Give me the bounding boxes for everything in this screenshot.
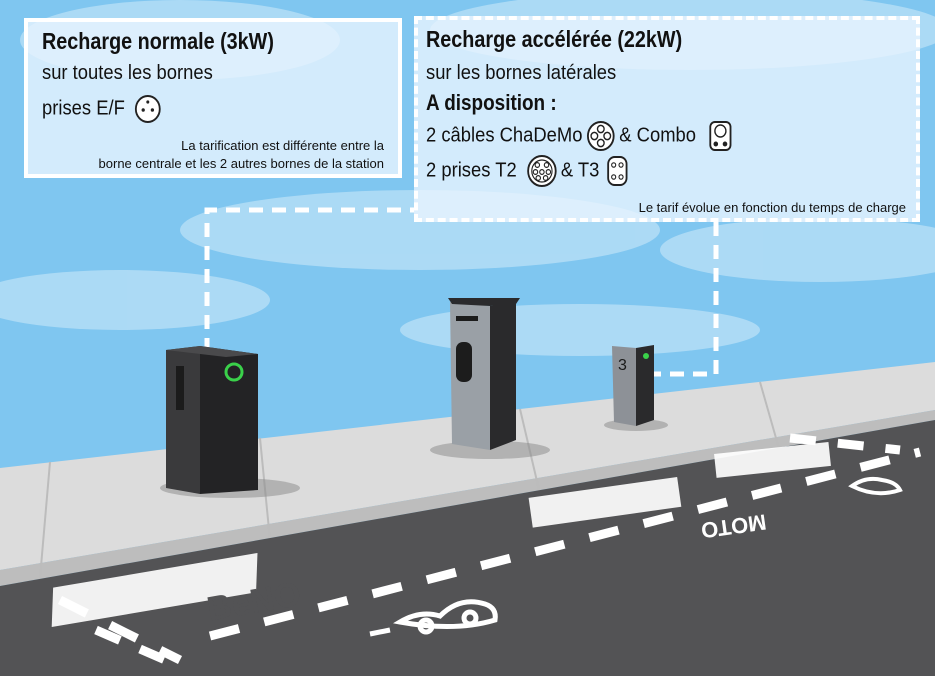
normal-charge-line1: sur toutes les bornes <box>42 62 213 84</box>
station-left <box>160 346 300 498</box>
road-short-marks <box>94 433 901 667</box>
road-logo-3 <box>714 442 831 478</box>
normal-charge-panel: Recharge normale (3kW) sur toutes les bo… <box>24 18 402 178</box>
car-plug-icon <box>369 599 498 637</box>
fast-charge-availability: A disposition : <box>426 90 557 115</box>
combo-label: & Combo <box>619 124 696 147</box>
type3-icon <box>607 156 628 186</box>
station-right: 3 <box>604 345 668 431</box>
sidewalk <box>0 362 935 570</box>
normal-charge-sockets-label: prises E/F <box>42 97 125 120</box>
green-plug-icon <box>224 362 244 382</box>
type2-label: 2 prises T2 <box>426 159 517 182</box>
normal-charge-note2: borne centrale et les 2 autres bornes de… <box>98 156 384 171</box>
type2-icon <box>526 155 557 187</box>
station-number: 3 <box>618 357 627 374</box>
fast-charge-panel: Recharge accélérée (22kW) sur les bornes… <box>414 16 920 222</box>
station-center <box>430 298 550 459</box>
fast-charge-cables-line: 2 câbles ChaDeMo & Combo <box>426 120 736 152</box>
road <box>0 420 935 676</box>
car-plug-icon-small <box>848 476 903 496</box>
connector-lines <box>204 207 719 377</box>
normal-charge-title: Recharge normale (3kW) <box>42 28 274 54</box>
curb <box>0 410 935 586</box>
fast-charge-note: Le tarif évolue en fonction du temps de … <box>638 200 906 215</box>
road-logo-2 <box>528 477 682 528</box>
normal-charge-line2: prises E/F <box>42 94 165 124</box>
type3-label: & T3 <box>560 159 600 182</box>
fast-charge-line1: sur les bornes latérales <box>426 62 617 84</box>
socket-ef-icon <box>134 95 161 123</box>
fast-charge-sockets-line: 2 prises T2 & T3 <box>426 154 632 188</box>
normal-charge-note1: La tarification est différente entre la <box>181 138 384 153</box>
road-logo-1 <box>51 552 258 628</box>
combo-icon <box>709 121 732 151</box>
fast-charge-title: Recharge accélérée (22kW) <box>426 26 683 52</box>
chademo-label: 2 câbles ChaDeMo <box>426 124 583 147</box>
chademo-icon <box>587 121 615 151</box>
